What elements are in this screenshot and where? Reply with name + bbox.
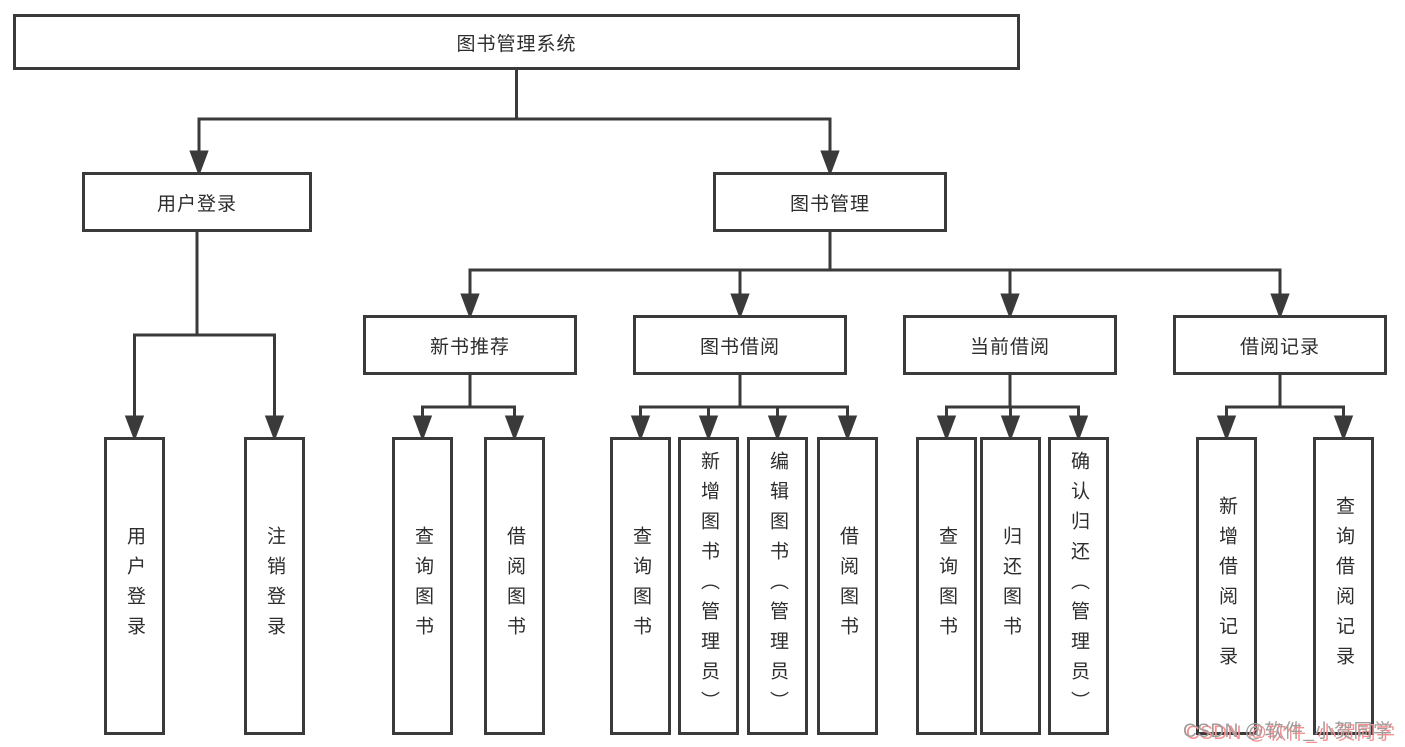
node-user-login-label: 用户登录 <box>156 193 237 215</box>
leaf-add-borrow-record-label: 新增借阅记录 <box>1216 496 1237 676</box>
leaf-return-books-label: 归还图书 <box>1000 526 1021 646</box>
node-root: 图书管理系统 <box>13 14 1020 70</box>
leaf-edit-books-admin-label: 编辑图书（管理员） <box>767 451 788 721</box>
leaf-edit-books-admin: 编辑图书（管理员） <box>747 437 808 735</box>
node-user-login: 用户登录 <box>82 172 312 232</box>
leaf-logout-label: 注销登录 <box>264 526 285 646</box>
leaf-logout: 注销登录 <box>244 437 305 735</box>
leaf-query-borrow-record-label: 查询借阅记录 <box>1333 496 1354 676</box>
node-book-borrow-label: 图书借阅 <box>699 336 780 358</box>
leaf-return-books: 归还图书 <box>980 437 1041 735</box>
leaf-query-borrow-record: 查询借阅记录 <box>1313 437 1374 735</box>
csdn-watermark: CSDN @软件_小贺同学 <box>1183 721 1393 742</box>
node-borrow-records-label: 借阅记录 <box>1239 336 1320 358</box>
node-new-book-recommend: 新书推荐 <box>363 315 577 375</box>
node-borrow-records: 借阅记录 <box>1173 315 1387 375</box>
leaf-add-borrow-record: 新增借阅记录 <box>1196 437 1257 735</box>
leaf-borrow-books-recommend-label: 借阅图书 <box>504 526 525 646</box>
node-book-management-label: 图书管理 <box>789 193 870 215</box>
leaf-query-books-current: 查询图书 <box>916 437 977 735</box>
leaf-confirm-return-admin: 确认归还（管理员） <box>1048 437 1109 735</box>
leaf-borrow-books-label: 借阅图书 <box>837 526 858 646</box>
leaf-confirm-return-admin-label: 确认归还（管理员） <box>1068 451 1089 721</box>
node-current-borrow: 当前借阅 <box>903 315 1117 375</box>
node-book-management: 图书管理 <box>713 172 947 232</box>
node-root-label: 图书管理系统 <box>456 33 577 55</box>
node-book-borrow: 图书借阅 <box>633 315 847 375</box>
leaf-query-books-current-label: 查询图书 <box>936 526 957 646</box>
node-new-book-recommend-label: 新书推荐 <box>429 336 510 358</box>
leaf-user-login: 用户登录 <box>104 437 165 735</box>
leaf-query-books-recommend: 查询图书 <box>392 437 453 735</box>
node-current-borrow-label: 当前借阅 <box>969 336 1050 358</box>
leaf-add-books-admin: 新增图书（管理员） <box>678 437 739 735</box>
leaf-query-books-borrow-label: 查询图书 <box>630 526 651 646</box>
leaf-user-login-label: 用户登录 <box>124 526 145 646</box>
leaf-borrow-books-recommend: 借阅图书 <box>484 437 545 735</box>
leaf-borrow-books: 借阅图书 <box>817 437 878 735</box>
leaf-query-books-recommend-label: 查询图书 <box>412 526 433 646</box>
leaf-add-books-admin-label: 新增图书（管理员） <box>698 451 719 721</box>
leaf-query-books-borrow: 查询图书 <box>610 437 671 735</box>
